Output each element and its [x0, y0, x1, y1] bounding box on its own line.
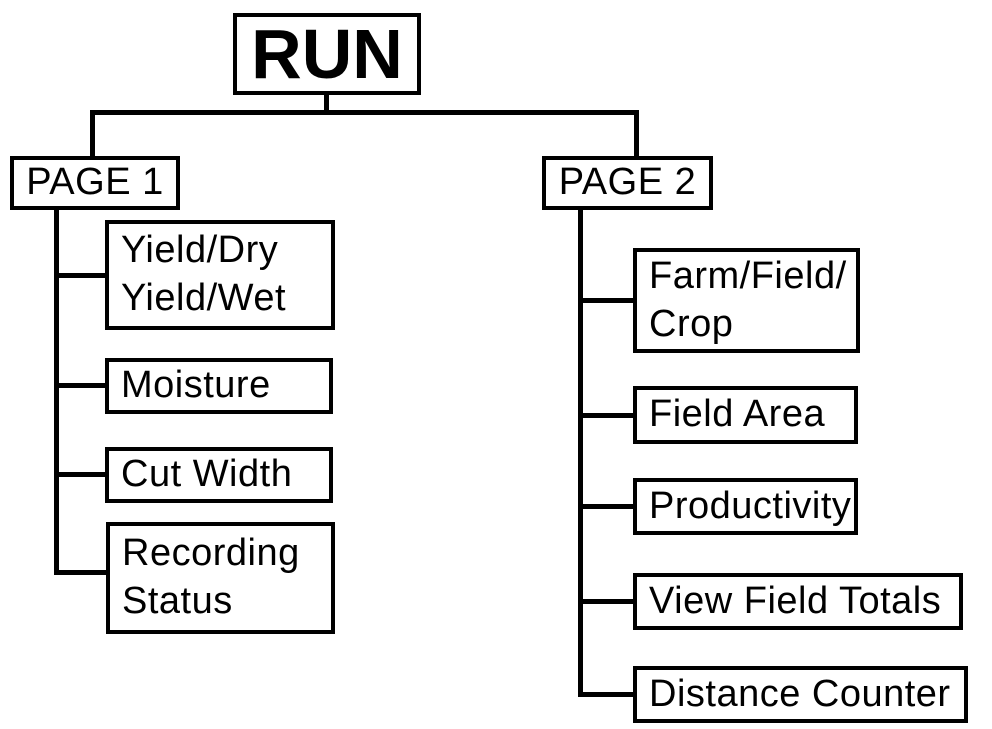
node-recording-status: Recording Status: [106, 522, 335, 634]
farm-field-line: Farm/Field/: [649, 254, 847, 297]
connector-view-field-totals: [578, 599, 633, 604]
node-productivity: Productivity: [633, 478, 858, 535]
page-2-label: PAGE 2: [558, 161, 697, 204]
yield-dry-line: Yield/Dry: [121, 229, 279, 272]
node-cut-width: Cut Width: [105, 447, 333, 503]
connector-moisture: [54, 383, 105, 388]
node-farm-field-crop: Farm/Field/ Crop: [633, 248, 860, 353]
connector-page1-drop: [90, 110, 95, 156]
page-1-label: PAGE 1: [26, 161, 164, 204]
field-area-label: Field Area: [649, 393, 826, 436]
node-run: RUN: [233, 13, 421, 95]
productivity-label: Productivity: [649, 484, 852, 527]
connector-branch-horizontal: [90, 110, 639, 115]
connector-recording-status: [54, 570, 106, 575]
connector-farm-field-crop: [578, 298, 633, 303]
connector-cut-width: [54, 472, 105, 477]
distance-counter-label: Distance Counter: [649, 672, 951, 715]
connector-page2-drop: [634, 110, 639, 156]
crop-line: Crop: [649, 302, 734, 345]
moisture-label: Moisture: [121, 364, 271, 407]
connector-page2-trunk: [578, 210, 583, 697]
node-page-2: PAGE 2: [542, 156, 713, 210]
node-moisture: Moisture: [105, 358, 333, 414]
connector-yield: [54, 273, 105, 278]
node-distance-counter: Distance Counter: [633, 666, 968, 723]
node-yield-dry-wet: Yield/Dry Yield/Wet: [105, 220, 335, 330]
node-page-1: PAGE 1: [10, 156, 180, 210]
recording-line: Recording: [122, 532, 300, 575]
run-label: RUN: [251, 15, 403, 93]
node-field-area: Field Area: [633, 386, 858, 444]
node-view-field-totals: View Field Totals: [633, 573, 963, 630]
status-line: Status: [122, 580, 233, 622]
cut-width-label: Cut Width: [121, 453, 293, 496]
yield-wet-line: Yield/Wet: [121, 277, 287, 319]
connector-distance-counter: [578, 692, 633, 697]
view-field-totals-label: View Field Totals: [649, 579, 942, 622]
connector-field-area: [578, 413, 633, 418]
connector-run-stem: [324, 95, 329, 115]
connector-productivity: [578, 504, 633, 509]
connector-page1-trunk: [54, 210, 59, 575]
